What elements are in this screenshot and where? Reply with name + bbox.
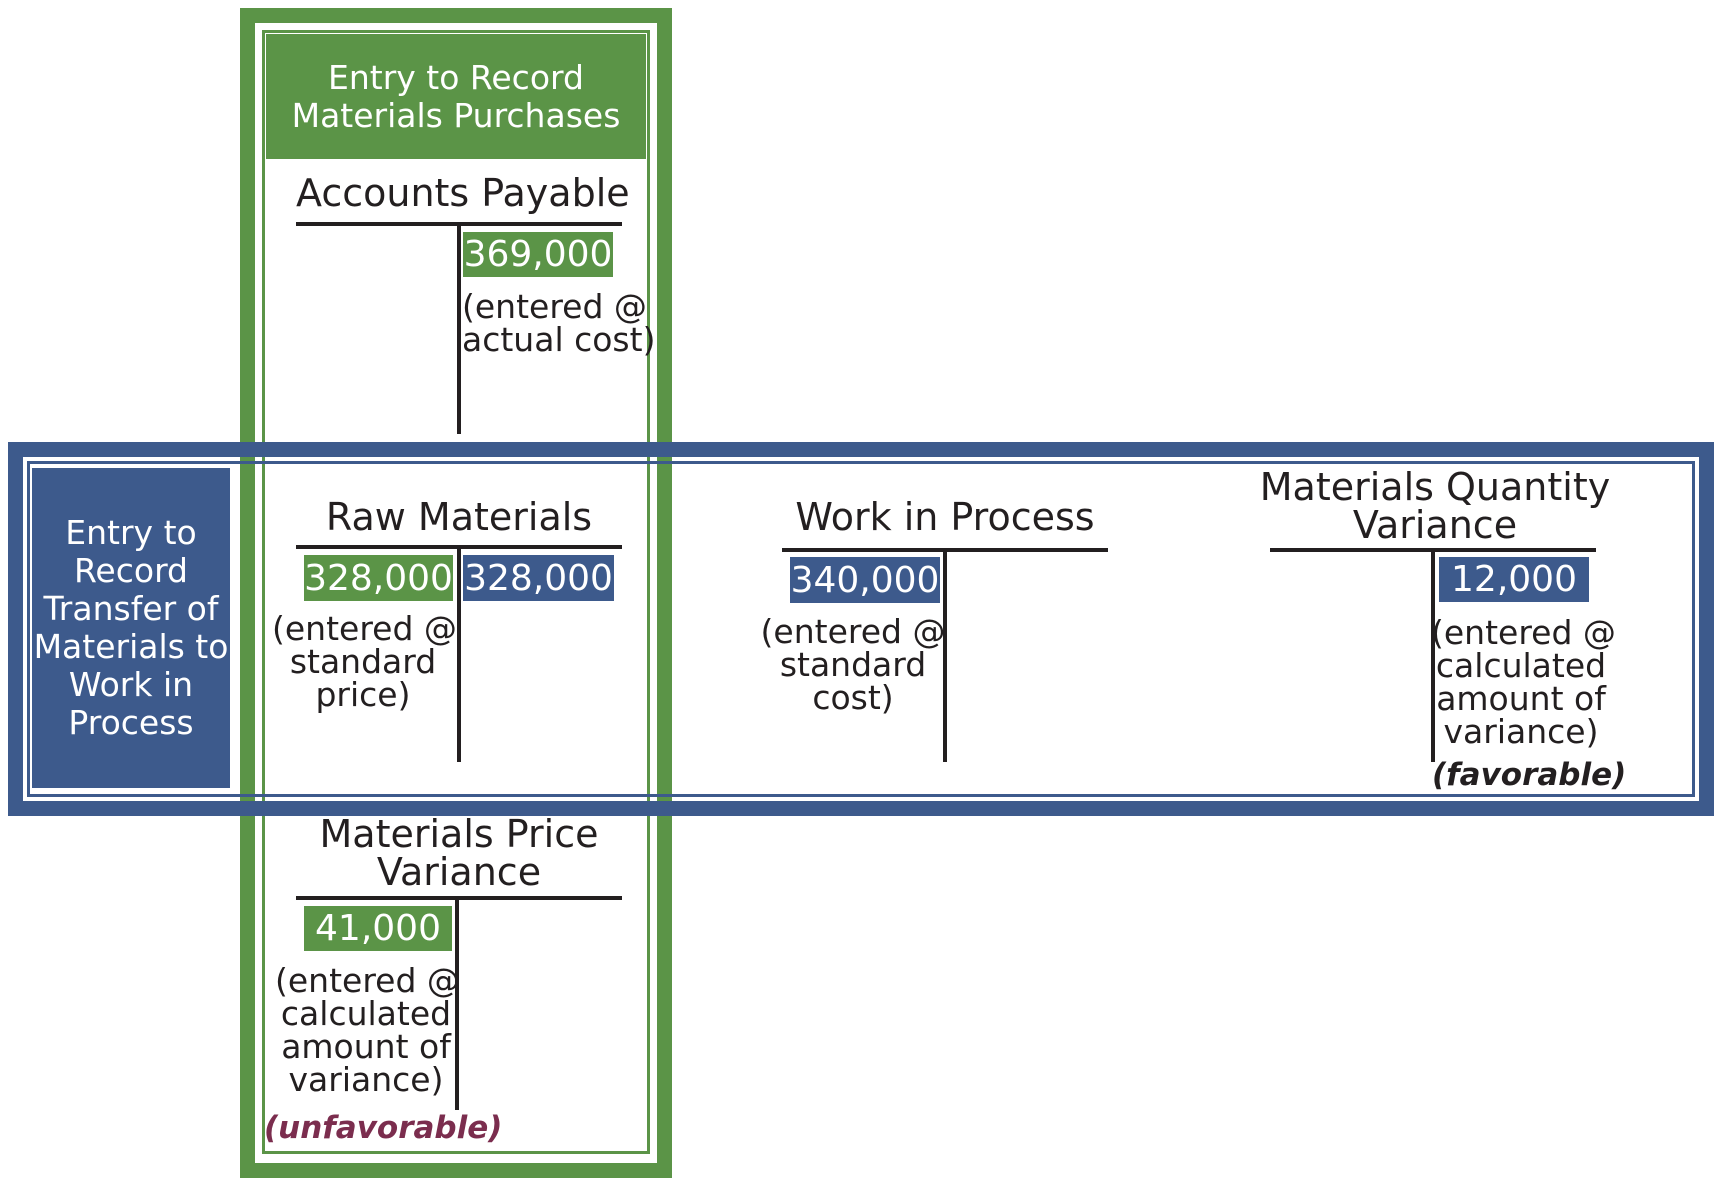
price-variance-title: Materials Price Variance xyxy=(319,812,599,894)
price-variance-unfavorable-flag: (unfavorable) xyxy=(264,1110,503,1146)
raw-materials-divider xyxy=(457,545,461,762)
work-in-process-divider xyxy=(943,548,947,762)
purchase-entry-outer-frame xyxy=(240,8,672,1178)
raw-materials-credit-amount: 328,000 xyxy=(463,555,614,601)
quantity-variance-title: Materials Quantity Variance xyxy=(1259,465,1611,547)
price-variance-debit-amount: 41,000 xyxy=(304,906,452,951)
transfer-entry-label: Entry to Record Transfer of Materials to… xyxy=(32,468,230,788)
purchase-entry-inner-frame xyxy=(262,30,650,1154)
raw-materials-debit-amount: 328,000 xyxy=(304,555,453,601)
accounts-payable-credit-amount: 369,000 xyxy=(463,232,613,277)
quantity-variance-divider xyxy=(1431,548,1435,762)
accounts-payable-divider xyxy=(457,222,461,434)
accounts-payable-title: Accounts Payable xyxy=(296,171,630,215)
work-in-process-note: (entered @ standard cost) xyxy=(760,612,946,717)
accounts-payable-note: (entered @ actual cost) xyxy=(462,287,656,359)
quantity-variance-note: (entered @ calculated amount of variance… xyxy=(1431,613,1616,751)
transfer-entry-outer-frame xyxy=(8,442,1714,816)
transfer-entry-inner-frame xyxy=(27,461,1695,797)
quantity-variance-favorable-flag: (favorable) xyxy=(1432,757,1627,793)
price-variance-note: (entered @ calculated amount of variance… xyxy=(275,961,460,1099)
work-in-process-debit-amount: 340,000 xyxy=(790,557,940,603)
work-in-process-title: Work in Process xyxy=(795,495,1095,539)
price-variance-divider xyxy=(455,896,459,1110)
price-variance-top-rule xyxy=(296,896,622,900)
purchase-entry-label: Entry to Record Materials Purchases xyxy=(266,34,646,159)
quantity-variance-credit-amount: 12,000 xyxy=(1439,557,1589,602)
raw-materials-note: (entered @ standard price) xyxy=(272,609,457,714)
raw-materials-title: Raw Materials xyxy=(325,495,593,539)
